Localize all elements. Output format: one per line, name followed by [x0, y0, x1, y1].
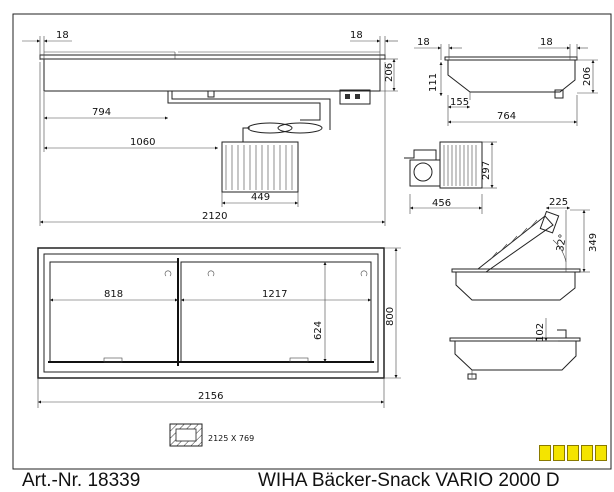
dim-front-overhang-right: 18	[350, 30, 363, 41]
dim-total-length: 2120	[202, 211, 227, 222]
dim-plan-length: 2156	[198, 391, 223, 402]
dim-lid-angle: 32°	[555, 233, 569, 252]
dim-section-102: 102	[535, 323, 546, 342]
dim-side-155: 155	[450, 97, 469, 108]
dim-side-111: 111	[428, 73, 439, 92]
article-number: Art.-Nr. 18339	[22, 470, 141, 491]
dim-side-height: 206	[582, 67, 593, 86]
dim-front-overhang-left: 18	[56, 30, 69, 41]
dim-unit-depth: 456	[432, 198, 451, 209]
energy-rating	[539, 445, 607, 461]
dim-side-overhang-right: 18	[540, 37, 553, 48]
model-name: WIHA Bäcker-Snack VARIO 2000 D	[258, 470, 560, 491]
dim-front-height: 206	[384, 63, 395, 82]
rating-square	[581, 445, 593, 461]
dim-lid-225: 225	[549, 197, 568, 208]
dim-plan-818: 818	[104, 289, 123, 300]
lid-open-view	[451, 206, 590, 301]
section-view	[449, 318, 581, 380]
rating-square	[553, 445, 565, 461]
dim-side-overhang-left: 18	[417, 37, 430, 48]
dim-plan-depth: 800	[385, 307, 396, 326]
dim-pos-1060: 1060	[130, 137, 155, 148]
dim-unit-width: 449	[251, 192, 270, 203]
side-view	[414, 44, 598, 126]
dim-plan-1217: 1217	[262, 289, 287, 300]
rating-square	[567, 445, 579, 461]
dim-plan-624: 624	[313, 321, 324, 340]
dim-pos-794: 794	[92, 107, 111, 118]
drawing-frame	[12, 13, 612, 470]
front-view	[22, 36, 398, 226]
rating-square	[595, 445, 607, 461]
cutout-dimensions: 2125 X 769	[208, 434, 254, 443]
dim-unit-height: 297	[481, 161, 492, 180]
dim-lid-349: 349	[588, 233, 599, 252]
compressor-side-view	[404, 141, 497, 214]
plan-view	[37, 247, 401, 408]
dim-side-depth: 764	[497, 111, 516, 122]
rating-square	[539, 445, 551, 461]
